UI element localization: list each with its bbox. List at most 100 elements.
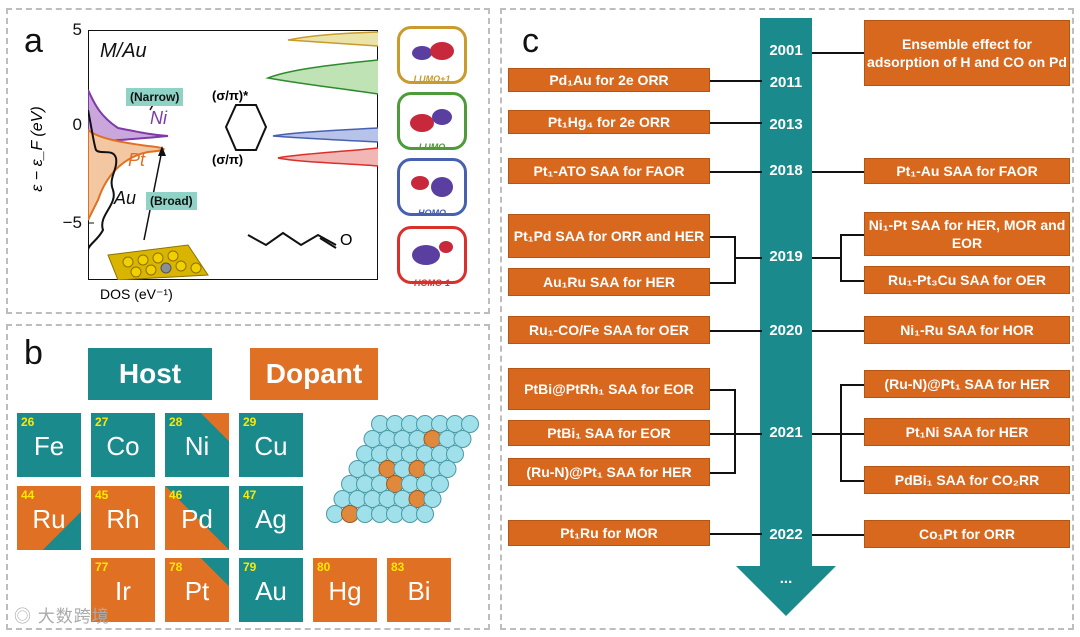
right-entry-box: Ensemble effect for adsorption of H and … bbox=[864, 20, 1070, 86]
connector-line bbox=[710, 282, 734, 284]
host-atom bbox=[438, 460, 457, 478]
atomic-number: 28 bbox=[169, 415, 183, 429]
element-symbol: Hg bbox=[328, 576, 362, 606]
left-entry-box: (Ru-N)@Pt₁ SAA for HER bbox=[508, 458, 710, 486]
connector-line bbox=[710, 472, 734, 474]
host-atom bbox=[431, 475, 449, 493]
orbital-lobe-icon bbox=[412, 241, 453, 265]
connector-line bbox=[812, 257, 842, 259]
sigma-pi-label: (σ/π) bbox=[212, 152, 244, 167]
element-symbol: Cu bbox=[254, 431, 288, 461]
orbital-lobe-icon bbox=[410, 109, 452, 132]
timeline-year: 2019 bbox=[769, 248, 803, 265]
connector-line bbox=[812, 534, 864, 536]
host-atom bbox=[348, 460, 367, 478]
x-axis-label: DOS (eV⁻¹) bbox=[100, 286, 173, 302]
element-symbol: Bi bbox=[407, 576, 431, 606]
right-entry-box: Ru₁-Pt₃Cu SAA for OER bbox=[864, 266, 1070, 294]
connector-line bbox=[840, 234, 842, 282]
host-atom bbox=[393, 490, 412, 508]
host-atom bbox=[393, 430, 412, 448]
right-entry-box: Pt₁Ni SAA for HER bbox=[864, 418, 1070, 446]
panel-b-label: b bbox=[24, 334, 43, 372]
connector-line bbox=[734, 257, 762, 259]
element-symbol: Au bbox=[255, 576, 287, 606]
host-atom bbox=[423, 460, 442, 478]
connector-line bbox=[812, 52, 864, 54]
pt-curve-label: Pt bbox=[128, 150, 146, 170]
ni-curve-label: Ni bbox=[150, 108, 167, 128]
atomic-number: 78 bbox=[169, 560, 183, 574]
panel-c-label: c bbox=[522, 22, 539, 60]
host-atom bbox=[408, 430, 427, 448]
left-entry-box: PtBi@PtRh₁ SAA for EOR bbox=[508, 368, 710, 410]
narrow-label: (Narrow) bbox=[126, 88, 184, 106]
element-symbol: Co bbox=[106, 431, 140, 461]
timeline-year: ... bbox=[779, 570, 793, 587]
lumo-peak bbox=[265, 59, 378, 95]
atomic-number: 83 bbox=[391, 560, 405, 574]
host-atom bbox=[416, 415, 434, 433]
host-atom bbox=[371, 505, 389, 523]
element-symbol: Pt bbox=[184, 576, 210, 606]
connector-line bbox=[840, 384, 842, 480]
panel-c bbox=[500, 8, 1074, 630]
left-entry-box: Pt₁Pd SAA for ORR and HER bbox=[508, 214, 710, 258]
atomic-number: 80 bbox=[317, 560, 331, 574]
connector-line bbox=[734, 236, 736, 284]
element-symbol: Fe bbox=[33, 431, 65, 461]
host-legend-label: Host bbox=[118, 358, 182, 389]
atomic-number: 47 bbox=[243, 488, 257, 502]
right-entry-box: Ni₁-Ru SAA for HOR bbox=[864, 316, 1070, 344]
connector-line bbox=[710, 389, 734, 391]
left-entry-box: Pd₁Au for 2e ORR bbox=[508, 68, 710, 92]
right-entry-box: Ni₁-Pt SAA for HER, MOR and EOR bbox=[864, 212, 1070, 256]
dopant-atom bbox=[423, 430, 442, 448]
element-symbol: Rh bbox=[106, 504, 140, 534]
atomic-number: 79 bbox=[243, 560, 257, 574]
host-atom bbox=[446, 445, 464, 463]
host-atom bbox=[348, 490, 367, 508]
host-atom bbox=[401, 505, 419, 523]
host-atom bbox=[371, 415, 389, 433]
host-atom bbox=[401, 415, 419, 433]
dopant-atom bbox=[386, 475, 404, 493]
dopant-legend bbox=[250, 348, 378, 400]
atomic-number: 29 bbox=[243, 415, 257, 429]
host-atom bbox=[363, 490, 382, 508]
host-atom bbox=[341, 475, 359, 493]
left-entry-box: Au₁Ru SAA for HER bbox=[508, 268, 710, 296]
left-entry-box: Ru₁-CO/Fe SAA for OER bbox=[508, 316, 710, 344]
element-symbol: Ag bbox=[255, 504, 287, 534]
host-atom bbox=[356, 445, 374, 463]
connector-line bbox=[710, 330, 762, 332]
atomic-number: 45 bbox=[95, 488, 109, 502]
timeline-year: 2018 bbox=[769, 162, 803, 179]
connector-line bbox=[734, 389, 736, 474]
host-atom bbox=[363, 460, 382, 478]
connector-line bbox=[812, 433, 864, 435]
lumo1-peak bbox=[287, 31, 378, 47]
connector-line bbox=[710, 433, 762, 435]
timeline-year: 2011 bbox=[769, 74, 803, 91]
homo-orbital-box bbox=[397, 158, 467, 216]
host-atom bbox=[371, 475, 389, 493]
element-symbol: Ru bbox=[32, 504, 66, 534]
element-symbol: Ni bbox=[184, 431, 210, 461]
dopant-lattice-model bbox=[326, 415, 479, 523]
connector-line bbox=[840, 384, 864, 386]
host-atom bbox=[461, 415, 479, 433]
connector-line bbox=[812, 171, 864, 173]
lumo-label: LUMO bbox=[418, 142, 446, 152]
y-tick-label: −5 bbox=[62, 213, 82, 232]
host-atom bbox=[356, 475, 374, 493]
